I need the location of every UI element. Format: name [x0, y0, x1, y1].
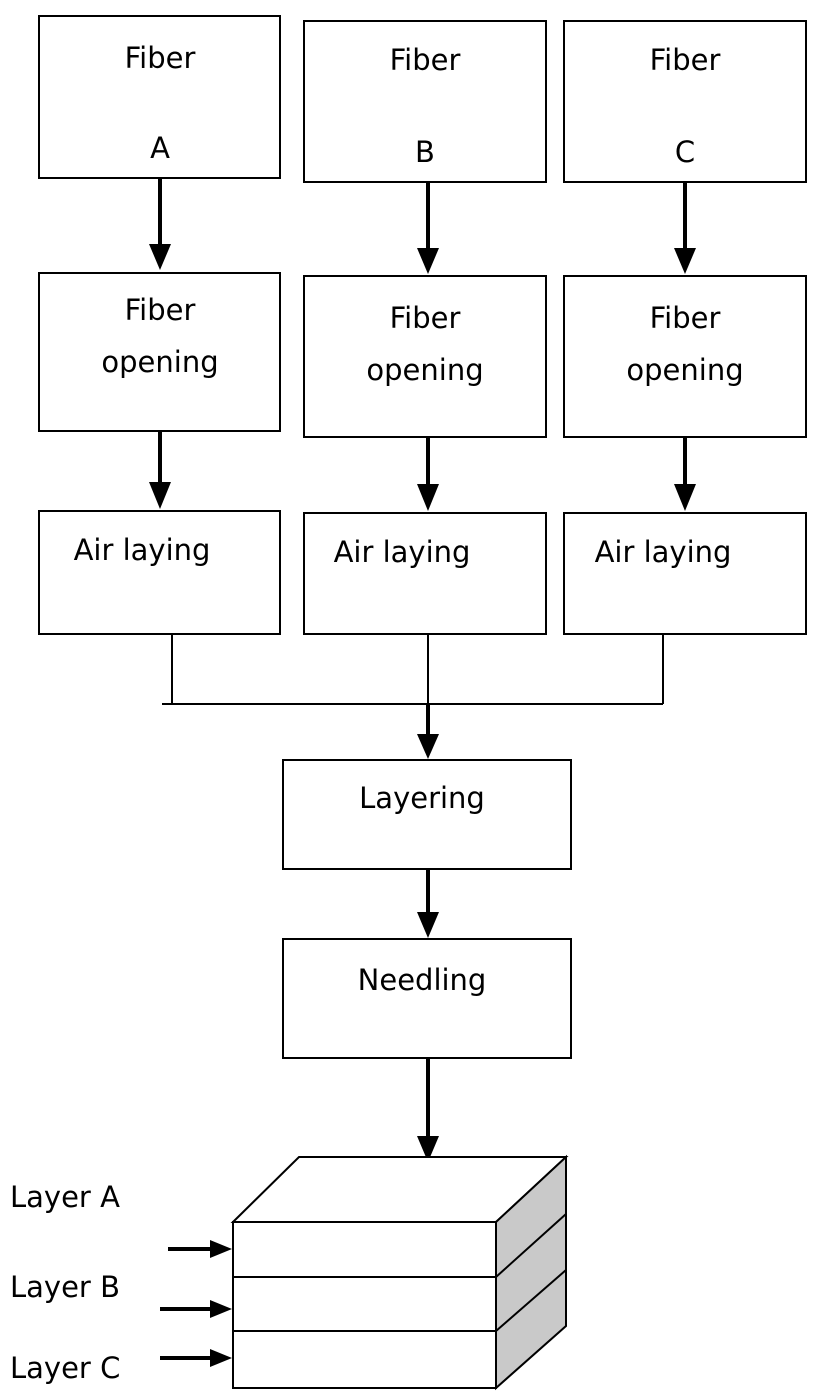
layer-b-slab	[232, 1276, 497, 1332]
fiber-b-letter: B	[415, 135, 435, 169]
air-laying-c-box	[563, 512, 807, 635]
fiber-a-box	[38, 15, 281, 179]
fiber-opening-c-line2: opening	[626, 353, 743, 387]
air-laying-b-box	[303, 512, 547, 635]
fiber-opening-a-box	[38, 272, 281, 432]
fiber-c-box	[563, 20, 807, 183]
arrowhead	[210, 1240, 232, 1258]
arrowhead	[210, 1300, 232, 1318]
air-laying-c-label: Air laying	[595, 535, 732, 569]
air-laying-a-label: Air laying	[74, 533, 211, 567]
air-laying-b-label: Air laying	[334, 535, 471, 569]
column-fiber-c: Fiber C Fiber opening Air laying	[563, 20, 807, 635]
layering-label: Layering	[359, 781, 485, 815]
fiber-c-letter: C	[675, 135, 695, 169]
fiber-a-letter: A	[150, 131, 170, 165]
merge-connector	[162, 634, 664, 759]
arrowhead	[417, 484, 439, 511]
layer-c-label: Layer C	[10, 1351, 120, 1385]
arrowhead	[674, 248, 696, 274]
arrowhead	[417, 912, 439, 938]
column-fiber-b: Fiber B Fiber opening Air laying	[303, 20, 547, 635]
fiber-b-title: Fiber	[390, 43, 461, 77]
fiber-b-box	[303, 20, 547, 183]
arrowhead	[149, 244, 171, 270]
layered-block	[230, 1154, 569, 1391]
layer-a-slab	[232, 1221, 497, 1278]
arrowhead	[417, 248, 439, 274]
fiber-c-title: Fiber	[650, 43, 721, 77]
layer-a-label: Layer A	[10, 1180, 120, 1214]
fiber-opening-b-box	[303, 275, 547, 438]
layer-c-slab	[232, 1330, 497, 1389]
fiber-opening-a-line2: opening	[101, 345, 218, 379]
column-fiber-a: Fiber A Fiber opening Air laying	[38, 15, 281, 635]
layering-box	[282, 759, 572, 870]
fiber-opening-b-line1: Fiber	[390, 301, 461, 335]
arrowhead	[674, 484, 696, 511]
fiber-a-title: Fiber	[125, 41, 196, 75]
needling-box	[282, 938, 572, 1059]
arrowhead	[210, 1349, 232, 1367]
layer-b-label: Layer B	[10, 1270, 120, 1304]
needling-label: Needling	[358, 963, 487, 997]
fiber-opening-a-line1: Fiber	[125, 293, 196, 327]
fiber-opening-c-line1: Fiber	[650, 301, 721, 335]
fiber-opening-c-box	[563, 275, 807, 438]
fiber-opening-b-line2: opening	[366, 353, 483, 387]
arrowhead	[417, 734, 439, 759]
arrowhead	[417, 1136, 439, 1162]
arrowhead	[149, 482, 171, 509]
air-laying-a-box	[38, 510, 281, 635]
